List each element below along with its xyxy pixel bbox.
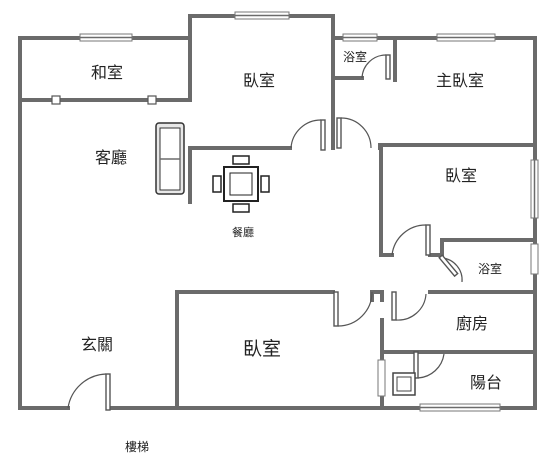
windows (51, 11, 539, 412)
label-dining-room: 餐廳 (232, 225, 254, 239)
label-bath-top: 浴室 (343, 49, 367, 64)
sofa (155, 122, 185, 195)
label-bedroom-bottom: 臥室 (243, 338, 281, 360)
label-bedroom-right: 臥室 (445, 166, 477, 185)
doors (67, 54, 463, 411)
label-stairs: 樓梯 (125, 439, 149, 454)
label-living-room: 客廳 (95, 148, 127, 167)
label-washitsu: 和室 (91, 63, 123, 82)
label-entrance: 玄關 (81, 335, 113, 354)
label-bath-right: 浴室 (478, 261, 502, 276)
label-bedroom-top: 臥室 (243, 71, 275, 90)
label-master-bedroom: 主臥室 (436, 71, 484, 90)
washing-machine-icon (392, 372, 416, 396)
dining-table (212, 155, 270, 213)
room-labels: 和室 客廳 餐廳 臥室 浴室 主臥室 臥室 浴室 廚房 臥室 玄關 陽台 樓梯 (81, 49, 502, 454)
label-balcony: 陽台 (470, 373, 502, 392)
label-kitchen: 廚房 (456, 314, 488, 333)
